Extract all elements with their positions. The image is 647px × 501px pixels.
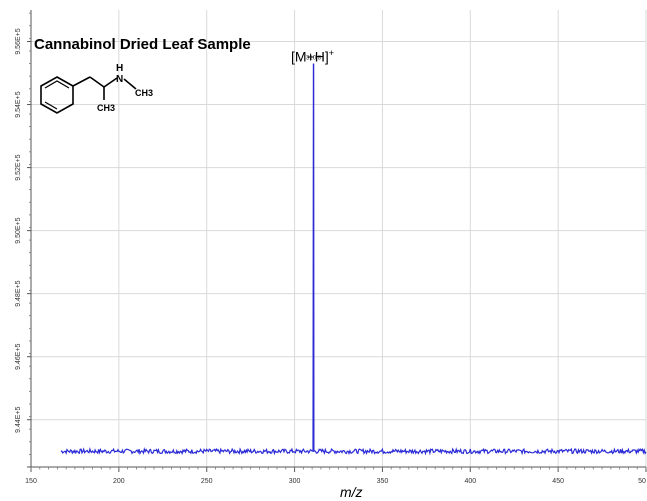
peak-labels: 310.8 xyxy=(306,56,322,62)
spectrum-line xyxy=(60,63,647,456)
x-axis-label: m/z xyxy=(340,484,363,500)
x-tick-label: 200 xyxy=(113,478,125,485)
y-axis: 9.44E+5 9.46E+5 9.48E+5 9.50E+5 9.52E+5 9.54E… xyxy=(15,10,32,471)
benzene-inner-bond-2 xyxy=(44,101,58,110)
ion-annotation-text: [M+H] xyxy=(291,48,329,65)
y-tick-label: 9.44E+5 xyxy=(15,406,22,432)
x-tick-label: 50 xyxy=(638,478,646,485)
atom-label-ch3-right: CH3 xyxy=(135,88,153,98)
spectrum-series xyxy=(60,63,647,456)
chart-title: Cannabinol Dried Leaf Sample xyxy=(34,36,251,53)
y-tick-label: 9.50E+5 xyxy=(15,217,22,243)
grid-lines xyxy=(31,10,647,467)
x-tick-label: 150 xyxy=(25,478,37,485)
atom-label-n: N xyxy=(116,74,123,85)
x-tick-label: 350 xyxy=(377,478,389,485)
bond-ring-ch2 xyxy=(72,76,91,87)
y-tick-label: 9.52E+5 xyxy=(15,154,22,180)
x-tick-label: 300 xyxy=(289,478,301,485)
bond-n-ch3 xyxy=(123,78,137,90)
atom-label-ch3-bottom: CH3 xyxy=(97,103,115,113)
molecule-structure: H N CH3 CH3 xyxy=(40,63,153,114)
x-tick-label: 400 xyxy=(464,478,476,485)
ion-annotation-charge: + xyxy=(328,48,334,58)
bond-ch2-ch xyxy=(89,76,105,88)
y-tick-label: 9.48E+5 xyxy=(15,280,22,306)
benzene-ring xyxy=(40,76,74,114)
peak-value-label: 310.8 xyxy=(306,56,322,62)
y-tick-label: 9.56E+5 xyxy=(15,28,22,54)
x-tick-label: 450 xyxy=(552,478,564,485)
x-axis: 150 200 250 300 350 400 450 50 xyxy=(25,466,647,485)
x-tick-label: 250 xyxy=(201,478,213,485)
atom-label-h: H xyxy=(116,63,123,74)
y-tick-label: 9.54E+5 xyxy=(15,91,22,117)
bond-ch-n xyxy=(103,77,118,88)
y-tick-label: 9.46E+5 xyxy=(15,343,22,369)
benzene-inner-bonds xyxy=(44,80,70,89)
ion-annotation: [M+H]+ xyxy=(291,48,334,65)
